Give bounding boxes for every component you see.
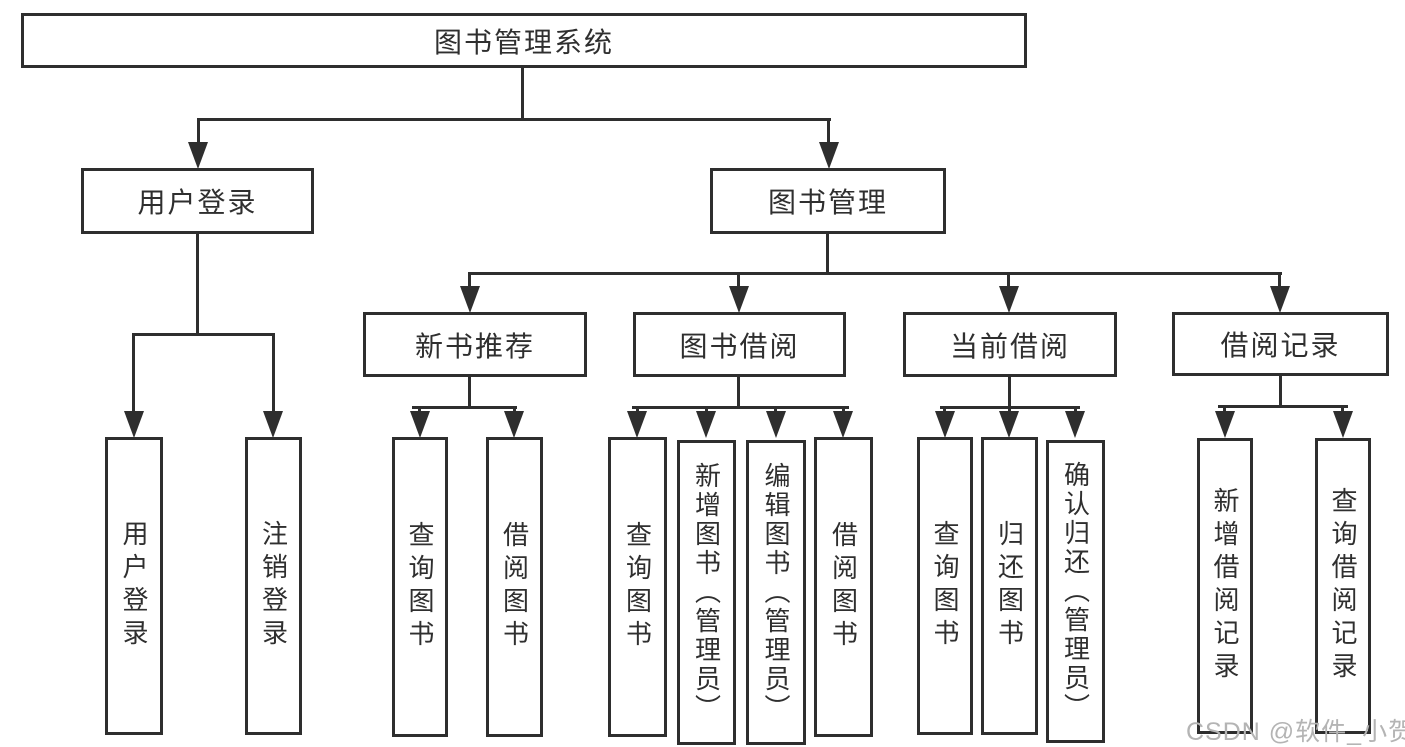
connector-line xyxy=(412,406,517,409)
arrowhead-down-icon xyxy=(188,142,208,169)
leaf-query-books-current: 查询图书 xyxy=(917,437,973,735)
leaf-add-borrow-record: 新增借阅记录 xyxy=(1197,438,1253,734)
connector-line xyxy=(943,406,946,414)
leaf-label: 编辑图书（管理员） xyxy=(761,462,791,723)
arrowhead-down-icon xyxy=(1215,411,1235,438)
connector-line xyxy=(197,118,831,121)
leaf-borrow-books-borrowing: 借阅图书 xyxy=(814,437,873,737)
connector-line xyxy=(418,406,421,414)
node-new-book-recommend: 新书推荐 xyxy=(363,312,587,377)
leaf-label: 查询借阅记录 xyxy=(1328,487,1358,685)
connector-line xyxy=(197,118,200,145)
arrowhead-down-icon xyxy=(410,411,430,438)
leaf-label: 查询图书 xyxy=(622,521,653,653)
connector-line xyxy=(1279,376,1282,407)
connector-line xyxy=(1341,405,1344,414)
arrowhead-down-icon xyxy=(696,411,716,438)
node-book-borrowing: 图书借阅 xyxy=(633,312,846,377)
arrowhead-down-icon xyxy=(460,286,480,313)
node-label: 新书推荐 xyxy=(414,330,535,362)
leaf-label: 用户登录 xyxy=(119,520,149,652)
leaf-return-books: 归还图书 xyxy=(981,437,1038,735)
leaf-label: 借阅图书 xyxy=(499,521,530,653)
leaf-confirm-return-admin: 确认归还（管理员） xyxy=(1046,440,1105,743)
connector-line xyxy=(774,406,777,414)
node-library-system: 图书管理系统 xyxy=(21,13,1027,68)
arrowhead-down-icon xyxy=(504,411,524,438)
connector-line xyxy=(1278,272,1281,288)
connector-line xyxy=(468,377,471,408)
connector-line xyxy=(826,234,829,275)
leaf-label: 借阅图书 xyxy=(828,521,859,653)
arrowhead-down-icon xyxy=(124,411,144,438)
node-user-login: 用户登录 xyxy=(81,168,314,234)
leaf-query-borrow-record: 查询借阅记录 xyxy=(1315,438,1371,734)
node-book-management: 图书管理 xyxy=(710,168,946,234)
connector-line xyxy=(468,272,471,288)
connector-line xyxy=(636,406,639,414)
leaf-label: 查询图书 xyxy=(930,520,960,652)
arrowhead-down-icon xyxy=(627,411,647,438)
leaf-add-book-admin: 新增图书（管理员） xyxy=(677,440,736,745)
leaf-query-books-recommend: 查询图书 xyxy=(392,437,448,737)
arrowhead-down-icon xyxy=(833,411,853,438)
arrowhead-down-icon xyxy=(1333,411,1353,438)
arrowhead-down-icon xyxy=(935,411,955,438)
node-label: 图书管理 xyxy=(767,187,888,218)
node-label: 用户登录 xyxy=(137,187,258,218)
leaf-label: 确认归还（管理员） xyxy=(1060,461,1091,722)
connector-line xyxy=(827,118,830,145)
leaf-borrow-books-recommend: 借阅图书 xyxy=(486,437,543,737)
connector-line xyxy=(513,406,516,414)
leaf-user-login: 用户登录 xyxy=(105,437,163,735)
connector-line xyxy=(1008,406,1011,414)
leaf-label: 新增图书（管理员） xyxy=(691,462,722,723)
arrowhead-down-icon xyxy=(999,286,1019,313)
node-label: 图书借阅 xyxy=(679,330,800,362)
connector-line xyxy=(196,234,199,335)
leaf-logout: 注销登录 xyxy=(245,437,302,735)
connector-line xyxy=(1223,405,1226,414)
connector-line xyxy=(132,333,275,336)
arrowhead-down-icon xyxy=(1065,411,1085,438)
connector-line xyxy=(1074,406,1077,414)
leaf-edit-book-admin: 编辑图书（管理员） xyxy=(746,440,806,745)
connector-line xyxy=(521,68,524,120)
arrowhead-down-icon xyxy=(263,411,283,438)
arrowhead-down-icon xyxy=(729,286,749,313)
connector-line xyxy=(1008,377,1011,408)
node-label: 图书管理系统 xyxy=(433,26,614,58)
leaf-query-books-borrowing: 查询图书 xyxy=(608,437,667,737)
leaf-label: 归还图书 xyxy=(994,520,1025,652)
leaf-label: 注销登录 xyxy=(258,520,289,652)
connector-line xyxy=(705,406,708,414)
arrowhead-down-icon xyxy=(819,142,839,169)
connector-line xyxy=(842,406,845,414)
leaf-label: 查询图书 xyxy=(405,521,435,653)
arrowhead-down-icon xyxy=(766,411,786,438)
arrowhead-down-icon xyxy=(999,411,1019,438)
connector-line xyxy=(632,406,849,409)
connector-line xyxy=(737,377,740,408)
connector-line xyxy=(132,333,135,413)
connector-line xyxy=(737,272,740,288)
connector-line xyxy=(1218,405,1348,408)
csdn-watermark: CSDN @软件_小贺同学 xyxy=(1186,718,1405,746)
node-current-borrowing: 当前借阅 xyxy=(903,312,1117,377)
connector-line xyxy=(468,272,1282,275)
node-borrowing-records: 借阅记录 xyxy=(1172,312,1389,376)
leaf-label: 新增借阅记录 xyxy=(1210,487,1240,685)
arrowhead-down-icon xyxy=(1270,286,1290,313)
connector-line xyxy=(1007,272,1010,288)
node-label: 借阅记录 xyxy=(1220,330,1341,361)
node-label: 当前借阅 xyxy=(949,330,1070,362)
connector-line xyxy=(272,333,275,413)
